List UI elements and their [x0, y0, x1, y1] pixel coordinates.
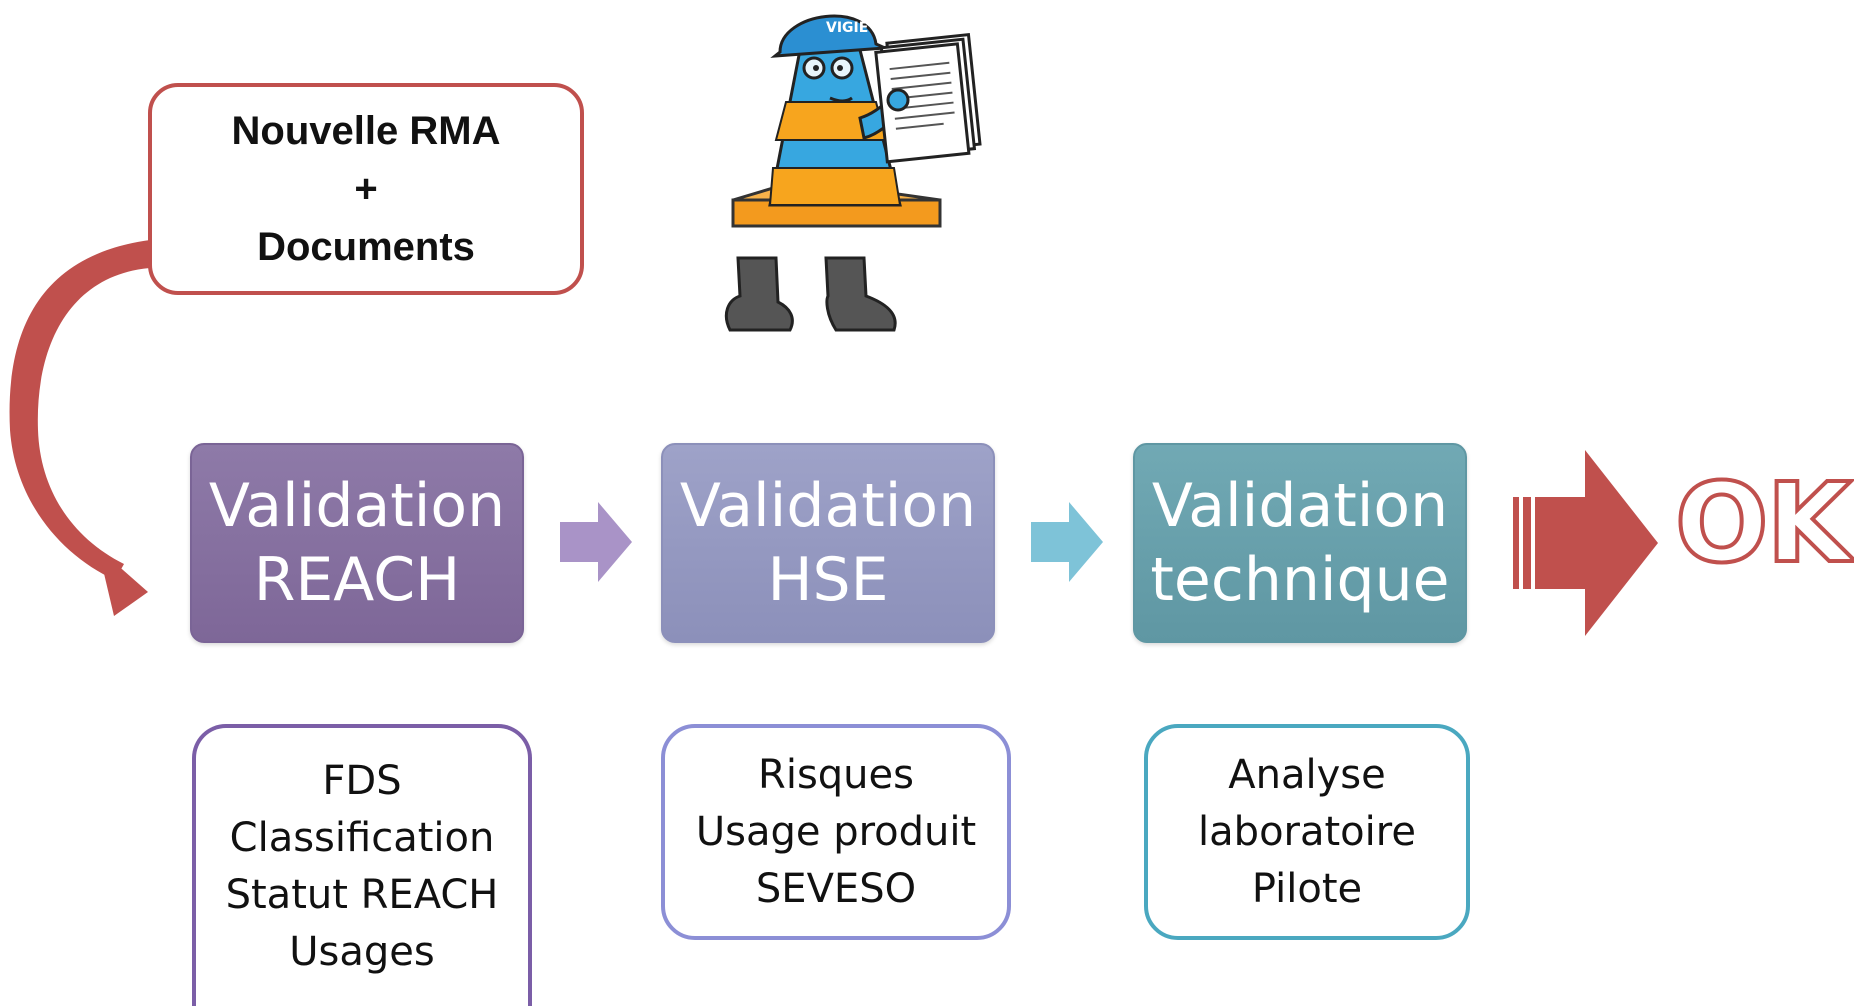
detail-item: Usage produit [695, 808, 977, 855]
start-line-2: + [354, 167, 378, 211]
result-ok-label: OK [1673, 459, 1854, 587]
detail-item: laboratoire [1198, 808, 1416, 855]
detail-item: Statut REACH [225, 872, 499, 918]
detail-box-technique: Analyse laboratoire Pilote [1144, 724, 1470, 940]
start-line-1: Nouvelle RMA [231, 109, 501, 153]
start-box: Nouvelle RMA + Documents [148, 83, 584, 295]
stage-title: Validation [1151, 471, 1449, 541]
safety-cone-mascot-icon: VIGIE [724, 14, 982, 332]
stage-title: Validation [679, 471, 977, 541]
stage-subtitle: HSE [767, 545, 889, 615]
detail-box-hse: Risques Usage produit SEVESO [661, 724, 1011, 940]
stage-title: Validation [208, 471, 506, 541]
stage-subtitle: REACH [253, 545, 461, 615]
big-arrow-right-icon [1513, 450, 1658, 636]
start-line-3: Documents [257, 225, 475, 269]
stage-validation-technique: Validation technique [1133, 443, 1467, 643]
stage-validation-hse: Validation HSE [661, 443, 995, 643]
detail-box-reach: FDS Classification Statut REACH Usages [192, 724, 532, 1006]
detail-item: FDS [322, 758, 402, 804]
detail-item: Classification [229, 815, 495, 861]
detail-item: Risques [758, 751, 914, 798]
curved-arrow [9, 240, 150, 616]
stage-subtitle: technique [1150, 545, 1450, 615]
chevron-right-icon [1031, 502, 1103, 582]
detail-item: Pilote [1251, 865, 1363, 912]
stage-validation-reach: Validation REACH [190, 443, 524, 643]
chevron-right-icon [560, 502, 632, 582]
helmet-label: VIGIE [826, 20, 868, 36]
detail-item: Analyse [1228, 751, 1386, 798]
detail-item: SEVESO [755, 865, 917, 912]
detail-item: Usages [289, 929, 435, 975]
